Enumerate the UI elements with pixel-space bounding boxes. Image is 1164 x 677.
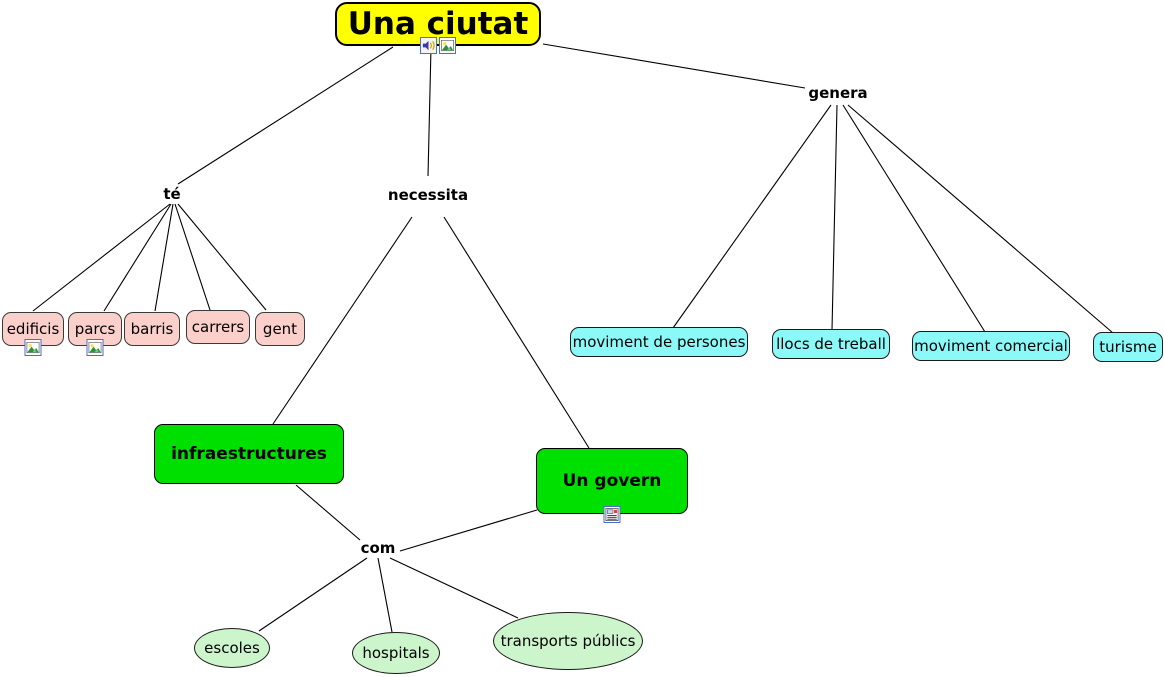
node-parcs[interactable]: parcs (68, 312, 122, 346)
node-label: hospitals (362, 643, 430, 662)
node-escoles[interactable]: escoles (194, 628, 270, 668)
edge-te-to-carrers (174, 203, 211, 311)
node-label: llocs de treball (776, 334, 886, 353)
link-label-com[interactable]: com (360, 539, 396, 557)
node-mov_pers[interactable]: moviment de persones (570, 327, 748, 357)
edge-genera-to-llocs (831, 104, 838, 331)
node-label: transports públics (500, 631, 636, 650)
edge-govern-to-com (399, 509, 538, 552)
edge-te-to-parcs (103, 203, 172, 312)
edge-ciutat-to-te (177, 46, 394, 185)
node-label: Una ciutat (347, 5, 529, 42)
node-label: escoles (204, 638, 260, 657)
node-mov_com[interactable]: moviment comercial (912, 331, 1070, 361)
sound-icon[interactable] (420, 37, 437, 54)
edge-infra-to-com (295, 484, 361, 541)
edge-ciutat-to-necessita (427, 46, 432, 177)
note-icon[interactable] (603, 506, 621, 523)
node-label: turisme (1099, 337, 1157, 356)
node-label: moviment de persones (572, 332, 746, 351)
node-label: parcs (74, 319, 116, 338)
edge-genera-to-mov_pers (672, 104, 832, 329)
node-llocs[interactable]: llocs de treball (772, 329, 890, 359)
edge-com-to-transports (389, 557, 519, 619)
link-label-genera[interactable]: genera (808, 84, 868, 102)
node-label: carrers (191, 317, 245, 336)
link-label-te[interactable]: té (163, 185, 181, 203)
node-label: Un govern (562, 470, 662, 491)
edge-necessita-to-govern (443, 216, 590, 449)
edge-te-to-barris (154, 203, 174, 312)
node-turisme[interactable]: turisme (1093, 332, 1163, 362)
node-label: gent (262, 319, 298, 338)
node-label: barris (130, 319, 174, 338)
edge-genera-to-mov_com (842, 104, 986, 333)
attachment-tray-edificis (24, 339, 42, 356)
edge-ciutat-to-genera (542, 43, 806, 89)
attachment-tray-ciutat (420, 37, 456, 54)
node-govern[interactable]: Un govern (536, 448, 688, 514)
image-icon[interactable] (439, 37, 456, 54)
node-infra[interactable]: infraestructures (154, 424, 344, 484)
node-label: moviment comercial (914, 336, 1068, 355)
node-ciutat[interactable]: Una ciutat (335, 2, 541, 46)
node-transports[interactable]: transports públics (493, 612, 643, 670)
edge-te-to-edificis (32, 203, 171, 312)
node-barris[interactable]: barris (124, 312, 180, 346)
attachment-tray-govern (603, 506, 621, 523)
attachment-tray-parcs (86, 339, 104, 356)
link-label-necessita[interactable]: necessita (387, 186, 469, 204)
edge-genera-to-turisme (847, 104, 1114, 334)
image-icon[interactable] (86, 339, 104, 356)
image-icon[interactable] (24, 339, 42, 356)
edge-te-to-gent (177, 203, 267, 311)
node-gent[interactable]: gent (255, 312, 305, 346)
node-label: edificis (6, 319, 60, 338)
node-carrers[interactable]: carrers (186, 310, 250, 344)
edge-com-to-escoles (258, 557, 368, 632)
node-hospitals[interactable]: hospitals (352, 632, 440, 674)
edge-com-to-hospitals (377, 557, 393, 633)
node-label: infraestructures (171, 443, 327, 464)
